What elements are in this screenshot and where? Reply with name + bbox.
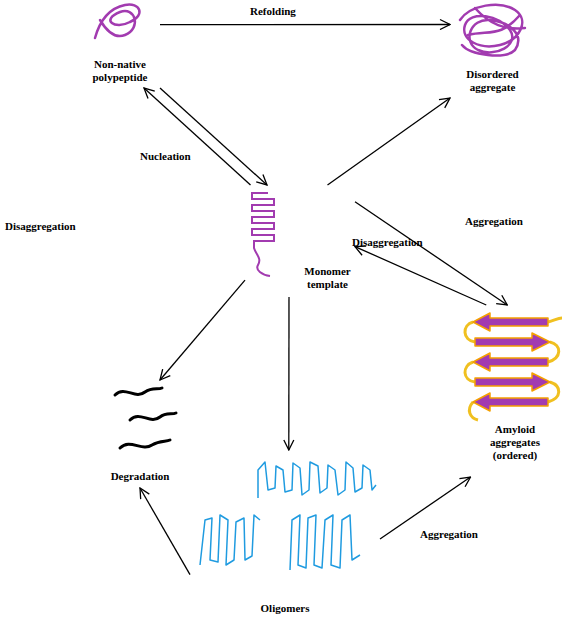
process-arrow <box>160 280 245 380</box>
illustrated-node: Non-native polypeptide <box>80 0 160 88</box>
illustrated-node: Amyloid aggregates (ordered) <box>460 305 565 477</box>
process-arrow <box>160 88 267 185</box>
node-caption: Degradation <box>100 470 180 483</box>
edge-label: Disaggregation <box>352 236 423 249</box>
edge-label: Nucleation <box>140 150 191 163</box>
illustrated-node: Degradation <box>100 380 180 488</box>
free-label: Disaggregation <box>5 220 76 233</box>
process-arrow <box>288 297 290 450</box>
process-arrow <box>140 488 190 575</box>
process-arrow <box>355 247 486 305</box>
process-arrow <box>160 24 450 25</box>
oligomer-strands <box>200 462 376 570</box>
node-caption: Non-native polypeptide <box>80 58 160 84</box>
process-arrow <box>144 88 251 185</box>
illustrated-node: Monomer template <box>245 185 355 297</box>
illustrated-node: Disordered aggregate <box>450 0 535 98</box>
peptide-fragments <box>115 388 176 448</box>
node-caption: Monomer template <box>300 265 355 291</box>
illustrated-node: Oligomers <box>190 450 380 628</box>
node-caption: Disordered aggregate <box>450 68 535 94</box>
edge-label: Refolding <box>250 5 296 18</box>
node-caption: Oligomers <box>245 602 325 615</box>
beta-sheet <box>465 313 562 420</box>
node-caption: Amyloid aggregates (ordered) <box>475 423 555 462</box>
polypeptide-coil <box>95 5 139 38</box>
edge-label: Aggregation <box>465 215 523 228</box>
process-arrow <box>328 98 451 185</box>
tangled-aggregate <box>460 5 525 56</box>
edge-label: Aggregation <box>420 528 478 541</box>
monomer-zigzag <box>252 193 274 276</box>
